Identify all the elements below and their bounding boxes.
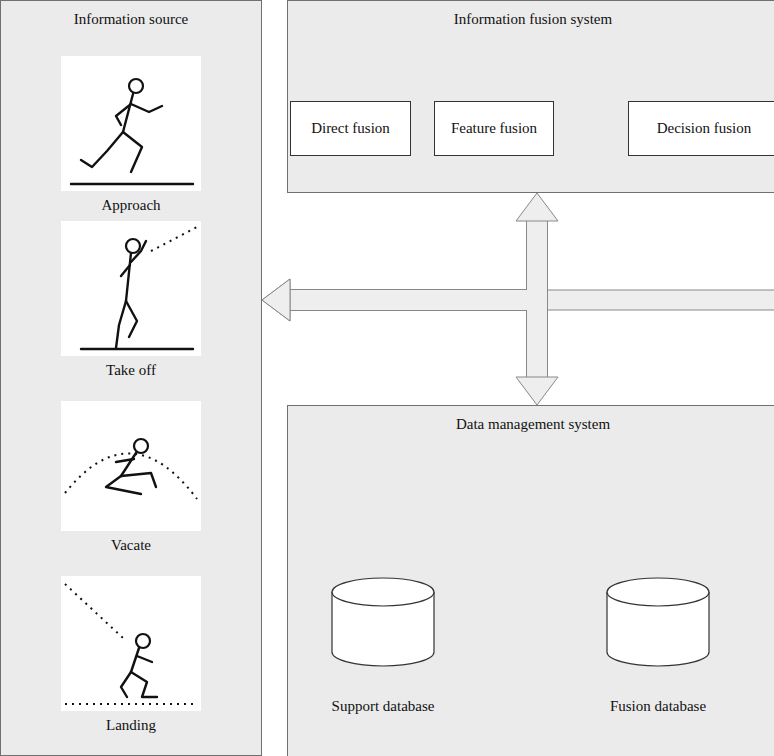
stick-figure — [61, 576, 201, 711]
bus-connector-outline — [290, 221, 537, 300]
box-label: Feature fusion — [445, 120, 543, 137]
cylinder-shape — [330, 576, 436, 668]
stage-illustration — [61, 221, 201, 356]
database-cylinder: Fusion database — [577, 576, 739, 715]
stage-illustration — [61, 56, 201, 191]
figure-stroke — [121, 265, 130, 276]
stage-picture: Vacate — [55, 401, 207, 554]
stage-caption: Approach — [55, 197, 207, 214]
trajectory-line — [65, 703, 197, 705]
stage-caption: Take off — [55, 362, 207, 379]
process-box: Decision fusion — [628, 101, 774, 156]
figure-stroke — [81, 132, 123, 167]
stage-caption: Landing — [55, 717, 207, 734]
figure-stroke — [126, 253, 131, 301]
process-box: Direct fusion — [290, 101, 411, 156]
stage-picture: Approach — [55, 56, 207, 214]
figure-stroke — [116, 104, 131, 125]
connector-fills — [290, 221, 537, 377]
stick-figure — [61, 401, 201, 531]
database-label: Fusion database — [577, 698, 739, 715]
hollow-arrowhead — [516, 193, 558, 221]
bus-connector — [290, 300, 537, 377]
database-icon — [605, 576, 711, 668]
cylinder-shape — [605, 576, 711, 668]
figure-stroke — [116, 301, 126, 348]
figure-stroke — [81, 348, 193, 350]
trajectory-line — [65, 584, 123, 638]
trajectory-line — [65, 453, 197, 499]
stage-caption: Vacate — [55, 537, 207, 554]
database-label: Support database — [302, 698, 464, 715]
stick-figure — [61, 221, 201, 356]
hollow-arrowhead — [262, 279, 290, 321]
stage-illustration — [61, 576, 201, 711]
hollow-arrowhead — [262, 279, 290, 321]
stage-picture: Take off — [55, 221, 207, 379]
connector-heads — [262, 193, 558, 321]
figure-stroke — [126, 301, 137, 337]
figure-stroke — [121, 672, 131, 697]
figure-stroke — [137, 656, 152, 662]
cylinder-top — [332, 578, 434, 606]
figure-head — [134, 439, 148, 453]
figure-stroke — [131, 672, 157, 697]
database-icon — [330, 576, 436, 668]
hollow-arrowhead — [516, 377, 558, 405]
figure-head — [126, 239, 140, 253]
figure-head — [136, 634, 150, 648]
panel-title: Data management system — [288, 406, 774, 433]
connector-heads — [262, 279, 558, 405]
fusion-panel: Direct fusion Feature fusion Decision fusi… — [287, 0, 774, 193]
connector-heads — [262, 193, 558, 405]
data-panel: Support database Fusion database Data mana… — [287, 405, 774, 756]
panel-title: Information source — [1, 1, 261, 28]
stage-illustration — [61, 401, 201, 531]
process-box: Feature fusion — [434, 101, 554, 156]
figure-stroke — [121, 473, 156, 487]
panel-title: Information fusion system — [288, 1, 774, 28]
figure-stroke — [123, 132, 142, 172]
trajectory-line — [151, 227, 197, 251]
bus-connector — [290, 221, 537, 300]
box-label: Decision fusion — [651, 120, 758, 137]
bus-connector-outline — [290, 300, 537, 377]
stage-picture: Landing — [55, 576, 207, 734]
figure-stroke — [131, 104, 162, 112]
figure-stroke — [106, 476, 141, 494]
connector-outlines — [290, 221, 537, 377]
figure-stroke — [71, 183, 193, 185]
figure-stroke — [123, 94, 133, 132]
source-panel: ApproachTake offVacateLanding Information… — [0, 0, 262, 756]
figure-stroke — [121, 453, 136, 476]
cylinder-top — [607, 578, 709, 606]
figure-stroke — [131, 648, 139, 672]
figure-head — [129, 79, 143, 93]
figure-stroke — [116, 459, 134, 462]
box-label: Direct fusion — [305, 120, 396, 137]
stick-figure — [61, 56, 201, 191]
database-cylinder: Support database — [302, 576, 464, 715]
bus-extension — [537, 290, 774, 310]
